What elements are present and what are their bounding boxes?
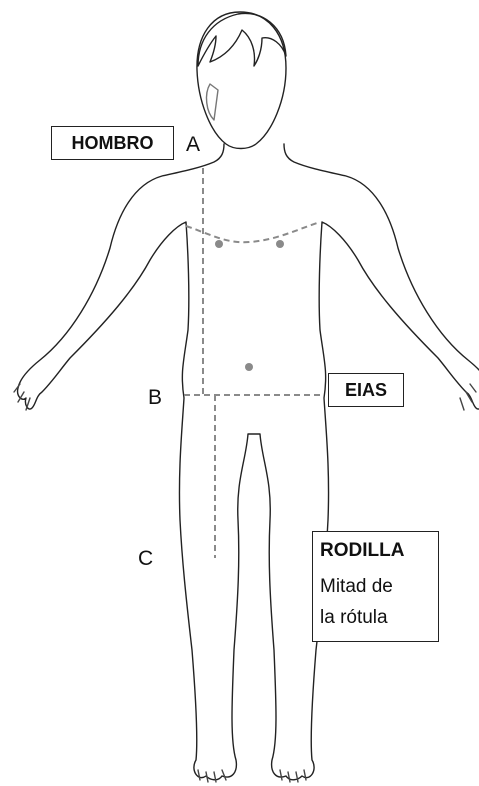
right-nipple-dot <box>276 240 284 248</box>
knee-label-title: RODILLA <box>320 540 404 562</box>
point-a-label: A <box>186 133 200 157</box>
navel-dot <box>245 363 253 371</box>
knee-label-line2: la rótula <box>320 607 388 629</box>
left-hand-fingers <box>14 384 30 410</box>
left-nipple-dot <box>215 240 223 248</box>
point-b-label: B <box>148 386 162 410</box>
shoulder-label-box: HOMBRO <box>51 126 174 160</box>
knee-label-line1: Mitad de <box>320 576 393 598</box>
landmark-dots <box>215 240 284 371</box>
left-body-contour <box>18 144 479 780</box>
ear-outline <box>207 84 218 120</box>
guide-lines <box>184 168 322 558</box>
chest-dashed-line <box>186 222 320 242</box>
hair-outline <box>198 13 286 66</box>
point-c-label: C <box>138 547 153 571</box>
knee-label-box: RODILLA Mitad de la rótula <box>312 531 439 642</box>
hip-label-box: EIAS <box>328 373 404 407</box>
